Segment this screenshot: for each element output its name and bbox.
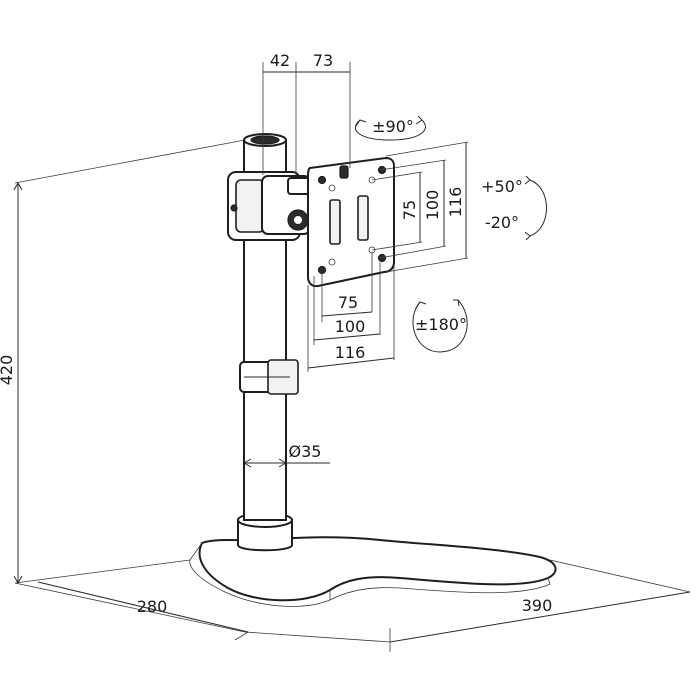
vesa-vertical-dimensions: 75 100 116 — [371, 141, 469, 273]
tilt-down-label: -20° — [485, 213, 519, 232]
width-dimension: 390 — [389, 591, 691, 652]
rotation-indicator: ±180° — [412, 299, 468, 353]
tilt-up-label: +50° — [481, 177, 523, 196]
height-label: 420 — [0, 355, 16, 386]
pole-offset-label: 42 — [270, 51, 290, 70]
plate-offset-label: 73 — [313, 51, 333, 70]
tilt-indicator: +50° -20° — [481, 175, 547, 241]
swivel-label: ±90° — [372, 117, 414, 136]
height-dimension: 420 — [0, 181, 23, 585]
vesa-h100-label: 100 — [335, 317, 366, 336]
arm-joint — [227, 171, 311, 241]
width-label: 390 — [522, 596, 553, 615]
vesa-h116-label: 116 — [335, 343, 366, 362]
vesa-horizontal-dimensions: 75 100 116 — [307, 252, 395, 372]
vesa-v75-label: 75 — [400, 200, 419, 220]
rotation-label: ±180° — [415, 315, 467, 334]
depth-dimension: 280 — [37, 581, 249, 641]
depth-label: 280 — [137, 597, 168, 616]
cable-clip — [239, 359, 299, 395]
vesa-h75-label: 75 — [338, 293, 358, 312]
vesa-plate — [307, 156, 395, 288]
floor-guides — [14, 139, 691, 643]
top-offset-dimensions: 42 73 — [262, 51, 351, 175]
pole-diameter-label: Ø35 — [289, 442, 322, 461]
swivel-indicator: ±90° — [354, 115, 426, 141]
pole-diameter-dimension: Ø35 — [242, 442, 330, 468]
vesa-v100-label: 100 — [423, 190, 442, 221]
base — [189, 536, 557, 607]
vesa-v116-label: 116 — [446, 187, 465, 218]
